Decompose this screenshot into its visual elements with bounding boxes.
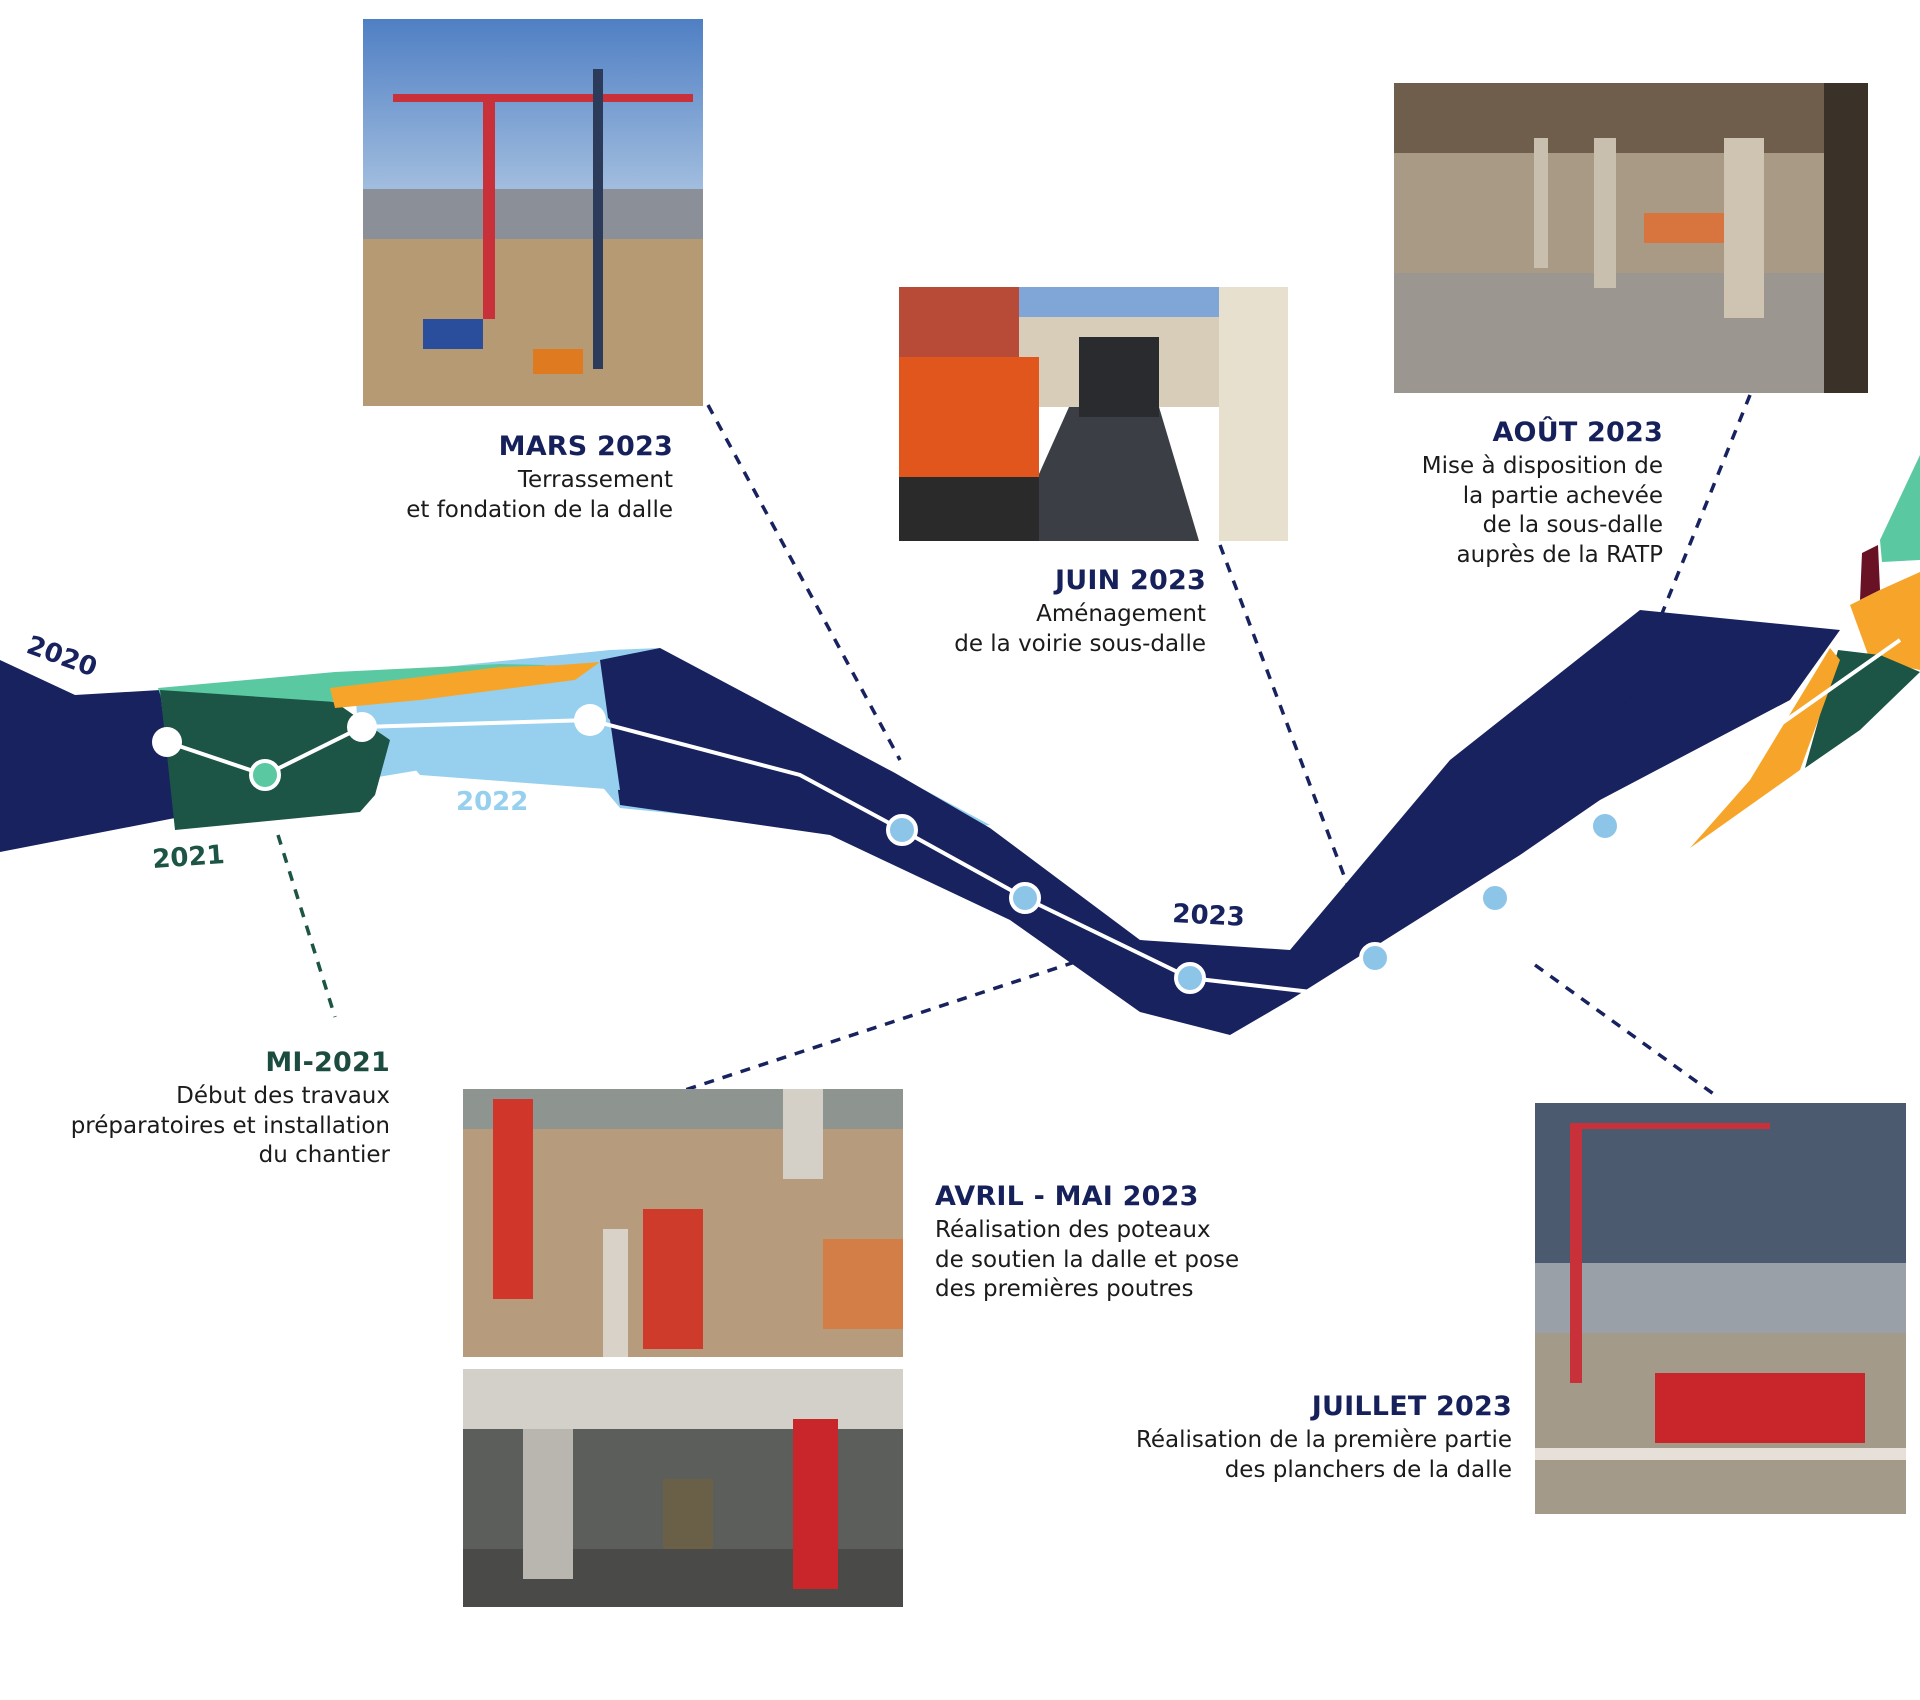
milestone-description: Terrassement et fondation de la dalle bbox=[406, 467, 673, 523]
milestone-date: MARS 2023 bbox=[498, 431, 673, 462]
dot-avril2023[interactable] bbox=[1009, 882, 1041, 914]
connector-avrilmai2023 bbox=[684, 960, 1076, 1092]
connector-juillet2023 bbox=[1533, 963, 1717, 1097]
dot-juillet2023[interactable] bbox=[1479, 882, 1511, 914]
timeline-path bbox=[166, 638, 1902, 996]
milestone-description: Réalisation des poteaux de soutien la da… bbox=[935, 1217, 1240, 1302]
photo-mars2023-crane-site bbox=[363, 19, 703, 406]
year-label-2022: 2022 bbox=[456, 787, 528, 817]
year-label-2021: 2021 bbox=[151, 840, 225, 875]
milestone-description: Mise à disposition de la partie achevée … bbox=[1421, 453, 1663, 568]
photo-juillet2023-slab-floors bbox=[1535, 1103, 1906, 1514]
milestone-description: Aménagement de la voirie sous-dalle bbox=[954, 601, 1206, 657]
milestone-mi2021: MI-2021 Début des travaux préparatoires … bbox=[40, 1047, 390, 1171]
milestone-date: AOÛT 2023 bbox=[1492, 417, 1663, 448]
dot-aout2023[interactable] bbox=[1589, 810, 1621, 842]
band-2022-body bbox=[360, 680, 620, 790]
band-end-orange-lower bbox=[1690, 648, 1840, 848]
dot-2022-end[interactable] bbox=[574, 704, 606, 736]
connector-juin2023 bbox=[1218, 544, 1357, 906]
milestone-date: MI-2021 bbox=[265, 1047, 390, 1078]
band-end-maroon bbox=[1860, 545, 1880, 600]
photo-avrilmai2023-beams bbox=[463, 1369, 903, 1607]
band-end-orange bbox=[1850, 572, 1920, 670]
connector-mi2021 bbox=[276, 834, 337, 1018]
photo-aout2023-under-slab bbox=[1394, 83, 1868, 393]
dot-mai2023[interactable] bbox=[1174, 962, 1206, 994]
milestone-mars2023: MARS 2023 Terrassement et fondation de l… bbox=[330, 431, 673, 525]
connector-aout2023 bbox=[1603, 394, 1752, 756]
year-label-2023: 2023 bbox=[1172, 899, 1246, 933]
dot-juin2023[interactable] bbox=[1359, 942, 1391, 974]
year-label-2020: 2020 bbox=[23, 630, 101, 683]
band-end-dark-green bbox=[1805, 650, 1920, 768]
milestone-date: JUILLET 2023 bbox=[1311, 1391, 1512, 1422]
milestone-juin2023: JUIN 2023 Aménagement de la voirie sous-… bbox=[870, 565, 1206, 659]
dot-mars2023[interactable] bbox=[886, 814, 918, 846]
band-2023-navy bbox=[600, 610, 1840, 1035]
milestone-avrilmai2023: AVRIL - MAI 2023 Réalisation des poteaux… bbox=[935, 1181, 1335, 1305]
milestone-aout2023: AOÛT 2023 Mise à disposition de la parti… bbox=[1330, 417, 1663, 570]
milestone-juillet2023: JUILLET 2023 Réalisation de la première … bbox=[1000, 1391, 1512, 1485]
band-2022-orange bbox=[330, 662, 600, 708]
band-end-mint bbox=[1880, 455, 1920, 562]
dot-2020[interactable] bbox=[152, 727, 182, 757]
dot-mi2021[interactable] bbox=[249, 759, 281, 791]
band-2021-dark-green bbox=[160, 690, 390, 830]
photo-juin2023-road-paving bbox=[899, 287, 1288, 541]
milestone-description: Début des travaux préparatoires et insta… bbox=[70, 1083, 390, 1168]
photo-avrilmai2023-columns bbox=[463, 1089, 903, 1357]
milestone-date: AVRIL - MAI 2023 bbox=[935, 1181, 1199, 1212]
dot-2021-end[interactable] bbox=[347, 712, 377, 742]
milestone-description: Réalisation de la première partie des pl… bbox=[1135, 1427, 1512, 1483]
milestone-date: JUIN 2023 bbox=[1055, 565, 1206, 596]
band-2020-navy bbox=[0, 660, 175, 852]
